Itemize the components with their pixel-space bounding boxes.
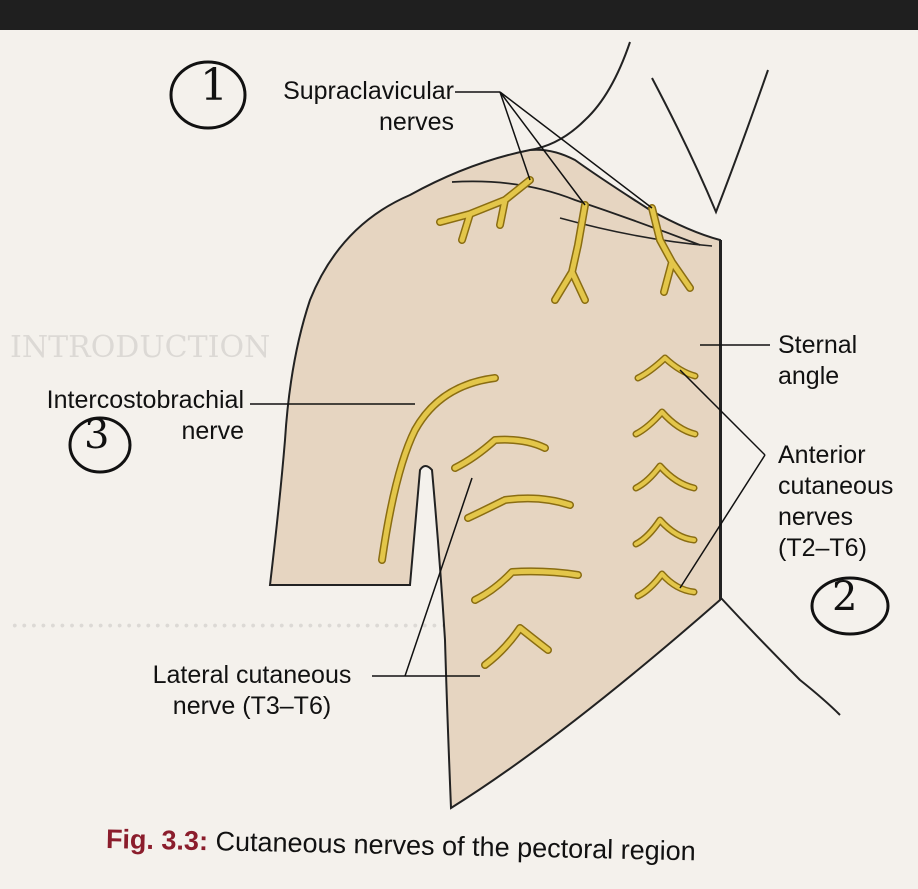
- label-lateral-cutaneous-nerve: Lateral cutaneous nerve (T3–T6): [134, 660, 370, 722]
- label-line: nerves: [258, 107, 454, 138]
- label-line: Lateral cutaneous: [134, 660, 370, 691]
- label-supraclavicular-nerves: Supraclavicular nerves: [258, 76, 454, 138]
- label-line: cutaneous: [778, 471, 893, 502]
- neck-v-outline: [652, 70, 768, 212]
- label-line: nerve: [18, 416, 244, 447]
- label-sternal-angle: Sternal angle: [778, 330, 857, 392]
- label-line: Intercostobrachial: [18, 385, 244, 416]
- costal-margin: [721, 598, 840, 715]
- handwritten-number-one: 1: [200, 70, 228, 101]
- figure-number: Fig. 3.3:: [106, 824, 209, 856]
- label-line: (T2–T6): [778, 533, 893, 564]
- label-line: Anterior: [778, 440, 893, 471]
- handwritten-number-two: 2: [832, 582, 857, 613]
- label-anterior-cutaneous-nerves: Anterior cutaneous nerves (T2–T6): [778, 440, 893, 564]
- neck-outline: [530, 42, 630, 150]
- top-shadow-band: [0, 0, 918, 30]
- label-line: nerves: [778, 502, 893, 533]
- label-line: nerve (T3–T6): [134, 691, 370, 722]
- label-line: Supraclavicular: [258, 76, 454, 107]
- label-line: angle: [778, 361, 857, 392]
- label-line: Sternal: [778, 330, 857, 361]
- label-intercostobrachial-nerve: Intercostobrachial nerve: [18, 385, 244, 447]
